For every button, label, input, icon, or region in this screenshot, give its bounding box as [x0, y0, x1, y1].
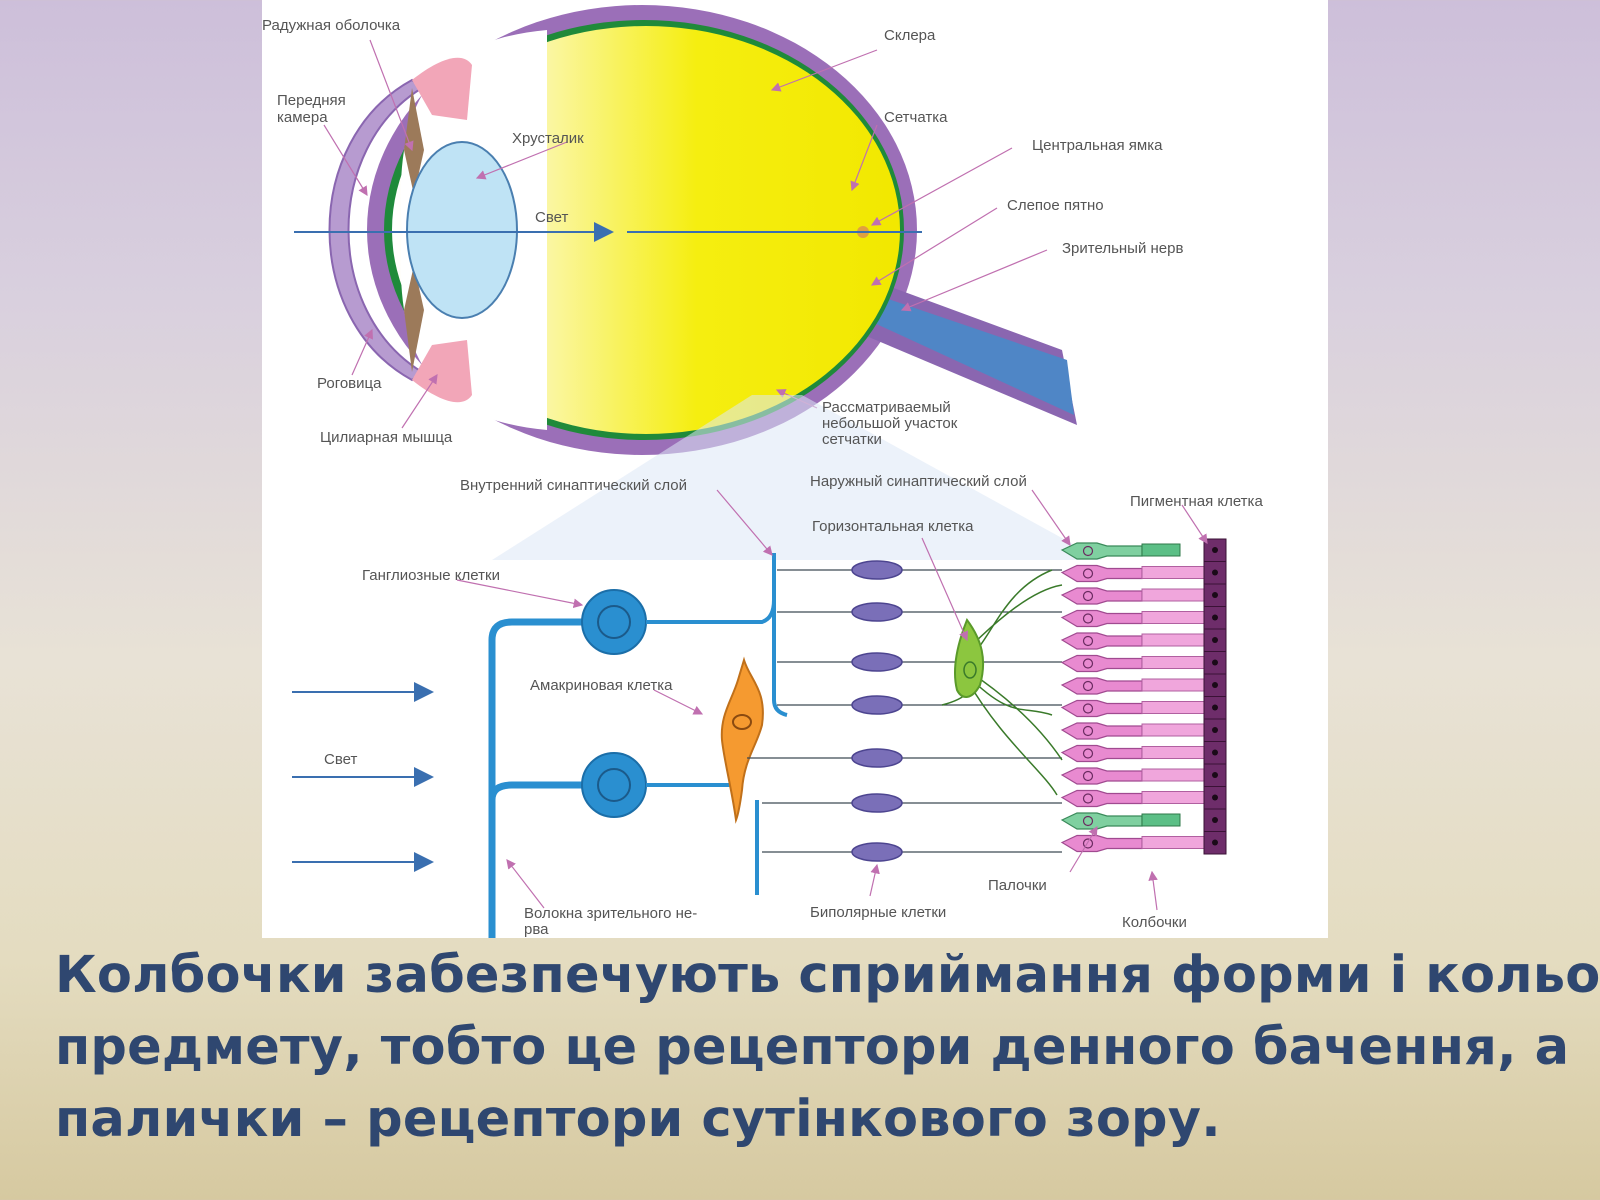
label-inner-synaptic: Внутренний синаптический слой: [460, 477, 687, 494]
label-horizontal-cell: Горизонтальная клетка: [812, 518, 974, 535]
label-retina-area-3: сетчатки: [822, 431, 882, 448]
photoreceptors: [1060, 542, 1205, 853]
bipolar-cell: [851, 793, 903, 813]
label-pigment-cell: Пигментная клетка: [1130, 493, 1263, 510]
caption-line-3: палички – рецептори сутінкового зору.: [55, 1090, 1221, 1149]
caption-line-1: Колбочки забезпечують сприймання форми і…: [55, 946, 1600, 1005]
cone-cell: [1060, 812, 1181, 830]
label-optic-nerve: Зрительный нерв: [1062, 240, 1183, 257]
pigment-layer: [1203, 538, 1227, 855]
horizontal-cell: [941, 569, 1063, 796]
label-light-eye: Свет: [535, 209, 568, 226]
label-anterior-chamber-2: камера: [277, 109, 328, 126]
rod-cell: [1060, 654, 1205, 673]
nerve-fibers: [488, 618, 582, 938]
ciliary-upper: [412, 57, 472, 120]
caption: Колбочки забезпечують сприймання форми і…: [55, 940, 1600, 1156]
label-sclera: Склера: [884, 27, 936, 44]
rod-cell: [1060, 744, 1205, 763]
label-outer-synaptic: Наружный синаптический слой: [810, 473, 1027, 490]
label-retina-area-1: Рассматриваемый: [822, 399, 951, 416]
label-cones: Колбочки: [1122, 914, 1187, 931]
rod-cell: [1060, 632, 1205, 650]
label-ganglion-cells: Ганглиозные клетки: [362, 567, 500, 584]
bipolar-cell: [851, 602, 903, 622]
eyeball: [294, 5, 1077, 455]
label-light-retina: Свет: [324, 751, 357, 768]
ciliary-lower: [412, 340, 472, 403]
ganglion-cell: [581, 589, 647, 655]
amacrine-cell: [720, 656, 764, 824]
rod-cell: [1060, 722, 1205, 740]
bipolar-cell: [851, 652, 903, 672]
bipolar-cell: [851, 748, 903, 768]
label-ciliary-muscle: Цилиарная мышца: [320, 429, 453, 446]
eye-leaders: [323, 39, 1048, 429]
retina-leaders: [456, 489, 1208, 911]
ganglion-cells: [581, 589, 647, 818]
cone-cell: [1060, 542, 1181, 560]
rod-cell: [1060, 587, 1205, 605]
light-arrows: [292, 682, 434, 872]
rod-cell: [1060, 564, 1205, 583]
label-cornea: Роговица: [317, 375, 382, 392]
label-rods: Палочки: [988, 877, 1047, 894]
rod-cell: [1060, 699, 1205, 718]
iris-upper: [404, 88, 424, 195]
optic-nerve-core: [857, 290, 1074, 415]
rod-cell: [1060, 767, 1205, 785]
label-retina: Сетчатка: [884, 109, 948, 126]
rod-cell: [1060, 789, 1205, 808]
label-retina-area-2: небольшой участок: [822, 415, 958, 432]
lens: [406, 141, 518, 319]
label-anterior-chamber-1: Передняя: [277, 92, 346, 109]
label-lens: Хрусталик: [512, 130, 584, 147]
eye-retina-diagram: Радужная оболочка Передняя камера Хруста…: [262, 0, 1328, 938]
bipolar-cells: [747, 560, 1062, 862]
label-iris: Радужная оболочка: [262, 17, 401, 34]
bipolar-cell: [851, 560, 903, 580]
iris-lower: [404, 265, 424, 372]
bipolar-cell: [851, 842, 903, 862]
label-blind-spot: Слепое пятно: [1007, 197, 1104, 214]
caption-line-2: предмету, тобто це рецептори денного бач…: [55, 1018, 1570, 1077]
label-amacrine-cell: Амакриновая клетка: [530, 677, 673, 694]
label-fovea: Центральная ямка: [1032, 137, 1163, 154]
zoom-cone: [492, 395, 1102, 560]
rod-cell: [1060, 609, 1205, 628]
label-nerve-fibers-1: Волокна зрительного не-: [524, 905, 697, 922]
ganglion-cell: [581, 752, 647, 818]
bipolar-cell: [851, 695, 903, 715]
label-nerve-fibers-2: рва: [524, 921, 549, 938]
rod-cell: [1060, 677, 1205, 695]
label-bipolar-cells: Биполярные клетки: [810, 904, 946, 921]
rod-cell: [1060, 834, 1205, 853]
